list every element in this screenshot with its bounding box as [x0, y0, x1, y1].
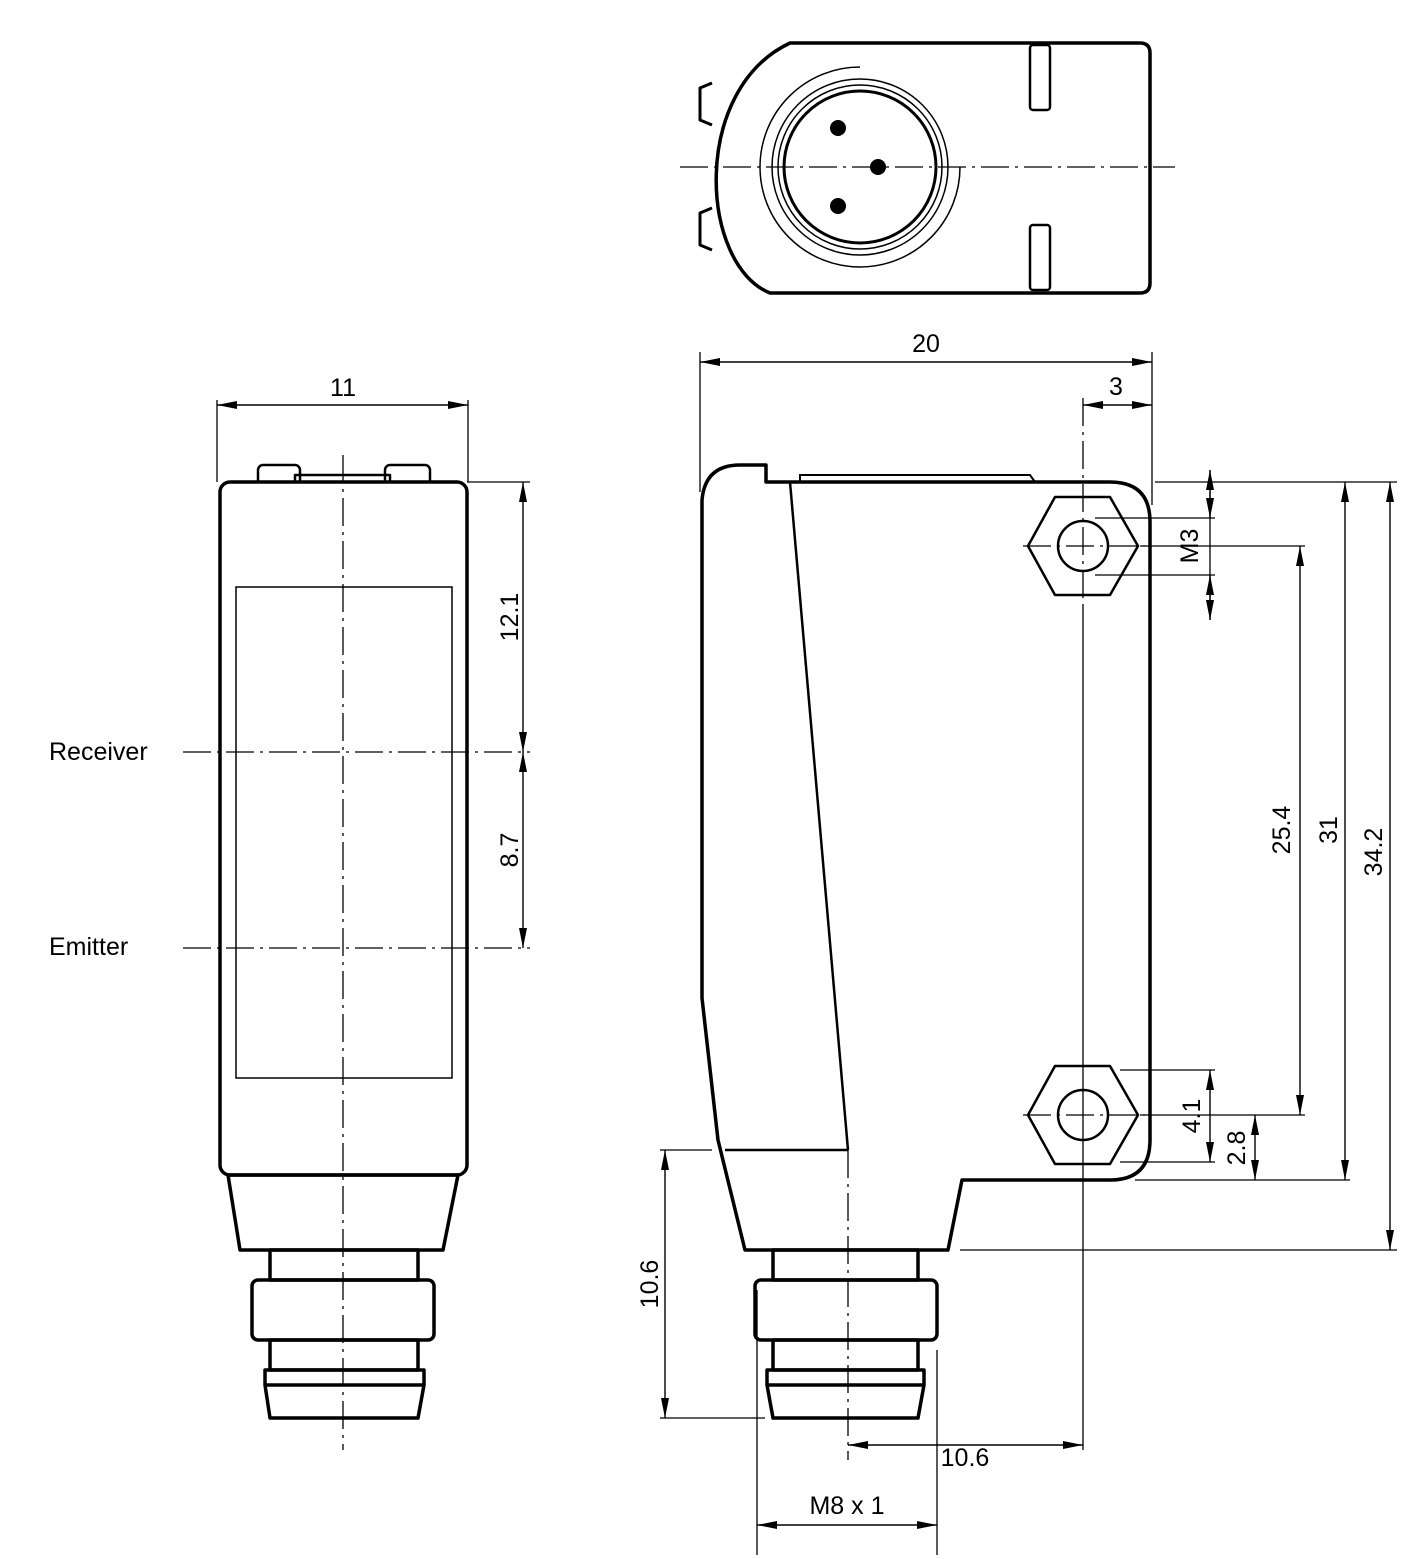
- dim-width-front: 11: [330, 374, 356, 402]
- dim-receiver-from-top: 12.1: [496, 593, 524, 642]
- dim-emitter-from-receiver: 8.7: [496, 833, 524, 868]
- pin-1: [830, 120, 846, 136]
- dim-connector-length: 10.6: [636, 1260, 664, 1309]
- front-view: [183, 400, 530, 1450]
- dim-thread-hole: M3: [1176, 529, 1204, 564]
- pin-3: [830, 198, 846, 214]
- top-view: [680, 41, 1175, 295]
- dim-hole-from-bottom: 2.8: [1223, 1131, 1251, 1166]
- dim-width-side: 20: [912, 330, 940, 358]
- dim-body-height: 31: [1315, 816, 1343, 844]
- dim-total-height: 34.2: [1360, 828, 1388, 877]
- dim-hole-spacing: 25.4: [1268, 806, 1296, 855]
- dim-connector-offset: 10.6: [941, 1444, 990, 1472]
- label-receiver: Receiver: [49, 738, 148, 766]
- dim-hole-dia: 4.1: [1178, 1099, 1206, 1134]
- dim-connector-thread: M8 x 1: [809, 1492, 884, 1520]
- dim-hole-offset: 3: [1109, 373, 1123, 401]
- side-view: [660, 352, 1397, 1555]
- label-emitter: Emitter: [49, 933, 128, 961]
